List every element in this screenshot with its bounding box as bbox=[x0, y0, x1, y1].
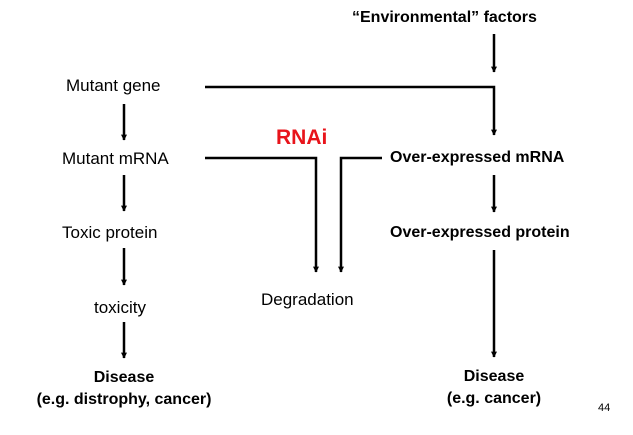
degradation-label: Degradation bbox=[261, 290, 354, 309]
over-expressed-mrna-label: Over-expressed mRNA bbox=[390, 149, 565, 166]
mutant-mrna-label: Mutant mRNA bbox=[62, 149, 169, 168]
arrow-mutant-mrna-to-degradation bbox=[205, 156, 319, 273]
disease-right-line1: Disease bbox=[463, 368, 525, 385]
arrow-over-mrna-to-degradation bbox=[338, 156, 382, 273]
disease-right-line2: (e.g. cancer) bbox=[446, 390, 542, 407]
environmental-factors-label: “Environmental” factors bbox=[352, 9, 537, 26]
rnai-label: RNAi bbox=[276, 126, 328, 149]
toxicity-label: toxicity bbox=[94, 298, 146, 317]
page-number: 44 bbox=[598, 402, 611, 414]
disease-left-line2: (e.g. distrophy, cancer) bbox=[36, 391, 212, 408]
mutant-gene-label: Mutant gene bbox=[66, 76, 161, 95]
toxic-protein-label: Toxic protein bbox=[62, 223, 158, 242]
over-expressed-protein-label: Over-expressed protein bbox=[390, 224, 570, 241]
arrow-gene-to-over-mrna bbox=[205, 85, 497, 136]
disease-left-line1: Disease bbox=[93, 369, 155, 386]
